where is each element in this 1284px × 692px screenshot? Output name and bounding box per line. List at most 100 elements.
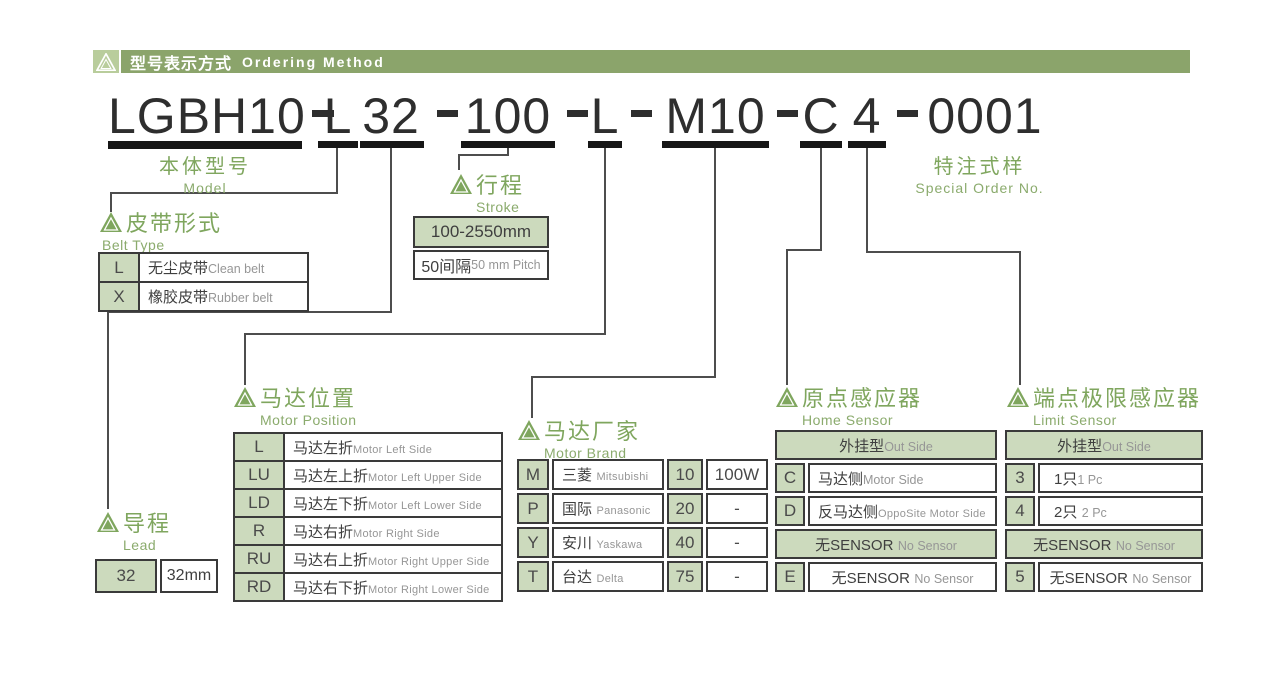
motor-position-desc-cell: 马达右上折Motor Right Upper Side	[283, 544, 503, 574]
triangle-logo-icon	[93, 50, 119, 73]
connector-line	[110, 192, 338, 194]
code-base: LGBH10	[108, 88, 306, 144]
motor-brand-name-cell: 台达 Delta	[552, 561, 664, 592]
section-header-bar: 型号表示方式 Ordering Method	[93, 50, 1190, 73]
belt-desc-cell: 无尘皮带Clean belt	[138, 252, 309, 283]
table-row: 外挂型Out Side	[775, 430, 997, 460]
table-row: T 台达 Delta 75 -	[517, 561, 768, 592]
code-underline-lead	[360, 141, 424, 148]
code-home-sensor: C	[802, 88, 840, 144]
connector-line	[786, 249, 822, 251]
stroke-section-label: 行程 Stroke	[449, 168, 524, 215]
header-title-en: Ordering Method	[242, 53, 385, 70]
connector-line	[107, 311, 392, 313]
home-sensor-desc-cell: 无SENSOR No Sensor	[808, 562, 997, 592]
connector-line	[458, 154, 460, 170]
motor-brand-power-code-cell: 10	[667, 459, 703, 490]
connector-line	[786, 249, 788, 385]
code-dash	[437, 110, 458, 117]
stroke-range-cell: 100-2550mm	[413, 216, 549, 248]
belt-code-cell: L	[98, 252, 140, 283]
motor-brand-watt-cell: -	[706, 527, 768, 558]
table-row: LU 马达左上折Motor Left Upper Side	[233, 460, 503, 490]
header-title-cn: 型号表示方式	[130, 55, 233, 73]
special-order-label-en: Special Order No.	[915, 180, 1044, 196]
home-sensor-label-cn: 原点感应器	[802, 386, 923, 411]
code-dash	[312, 110, 334, 117]
home-sensor-desc-cell: 反马达侧OppoSite Motor Side	[808, 496, 997, 526]
table-row: M 三菱 Mitsubishi 10 100W	[517, 459, 768, 490]
stroke-label-cn: 行程	[476, 173, 525, 198]
motor-position-code-cell: LU	[233, 460, 285, 490]
code-dash	[897, 110, 918, 117]
code-dash	[567, 110, 588, 117]
code-dash	[777, 110, 798, 117]
connector-line	[458, 154, 509, 156]
triangle-marker-icon	[776, 387, 798, 407]
motor-brand-label-en: Motor Brand	[544, 445, 627, 461]
motor-brand-power-code-cell: 75	[667, 561, 703, 592]
motor-brand-name-cell: 国际 Panasonic	[552, 493, 664, 524]
code-underline-belt	[318, 141, 358, 148]
table-row: LD 马达左下折Motor Left Lower Side	[233, 488, 503, 518]
code-underline-base	[108, 141, 302, 149]
motor-position-table: L 马达左折Motor Left Side LU 马达左上折Motor Left…	[233, 432, 503, 602]
motor-position-section-label: 马达位置 Motor Position	[233, 381, 356, 428]
code-lead: 32	[362, 88, 420, 144]
home-sensor-code-cell: D	[775, 496, 805, 526]
connector-line	[866, 148, 868, 253]
special-order-label: 特注式样 Special Order No.	[877, 150, 1082, 196]
table-row: L 马达左折Motor Left Side	[233, 432, 503, 462]
table-row: 32 32mm	[95, 559, 218, 593]
belt-type-label-cn: 皮带形式	[126, 211, 223, 236]
connector-line	[336, 148, 338, 192]
connector-line	[1019, 251, 1021, 385]
code-underline-home-sensor	[800, 141, 842, 148]
model-label-en: Model	[183, 180, 227, 196]
home-sensor-desc-cell: 马达侧Motor Side	[808, 463, 997, 493]
home-sensor-code-cell: C	[775, 463, 805, 493]
limit-sensor-label-cn: 端点极限感应器	[1033, 386, 1202, 411]
motor-position-code-cell: L	[233, 432, 285, 462]
connector-line	[531, 376, 716, 378]
triangle-marker-icon	[234, 387, 256, 407]
code-underline-motor-brand	[662, 141, 769, 148]
connector-line	[390, 148, 392, 313]
motor-position-code-cell: RU	[233, 544, 285, 574]
motor-position-desc-cell: 马达左下折Motor Left Lower Side	[283, 488, 503, 518]
code-motor-brand: M10	[665, 88, 766, 144]
code-underline-motor-position	[588, 141, 622, 148]
table-row: C 马达侧Motor Side	[775, 463, 997, 493]
code-underline-stroke	[461, 141, 555, 148]
motor-brand-code-cell: M	[517, 459, 549, 490]
table-row: 4 2只 2 Pc	[1005, 496, 1203, 526]
home-sensor-table: 外挂型Out Side C 马达侧Motor Side D 反马达侧OppoSi…	[772, 427, 1000, 595]
connector-line	[244, 333, 246, 385]
motor-brand-watt-cell: -	[706, 493, 768, 524]
motor-brand-table: M 三菱 Mitsubishi 10 100W P 国际 Panasonic 2…	[514, 456, 771, 595]
motor-position-code-cell: RD	[233, 572, 285, 602]
motor-brand-code-cell: P	[517, 493, 549, 524]
limit-sensor-code-cell: 4	[1005, 496, 1035, 526]
motor-brand-name-cell: 三菱 Mitsubishi	[552, 459, 664, 490]
table-row: E 无SENSOR No Sensor	[775, 562, 997, 592]
home-sensor-code-cell: E	[775, 562, 805, 592]
belt-desc-cell: 橡胶皮带Rubber belt	[138, 281, 309, 312]
connector-line	[866, 251, 1021, 253]
limit-sensor-code-cell: 3	[1005, 463, 1035, 493]
connector-line	[507, 148, 509, 156]
table-row: L 无尘皮带Clean belt	[98, 252, 309, 283]
belt-type-label-en: Belt Type	[102, 237, 165, 253]
motor-brand-name-cell: 安川 Yaskawa	[552, 527, 664, 558]
belt-code-cell: X	[98, 281, 140, 312]
limit-sensor-table: 外挂型Out Side 3 1只1 Pc 4 2只 2 Pc 无SENSOR N…	[1002, 427, 1206, 595]
motor-brand-watt-cell: 100W	[706, 459, 768, 490]
triangle-marker-icon	[97, 512, 119, 532]
triangle-marker-icon	[100, 212, 122, 232]
code-underline-limit-sensor	[848, 141, 886, 148]
home-sensor-section-label: 原点感应器 Home Sensor	[775, 381, 922, 428]
connector-line	[110, 192, 112, 212]
motor-position-code-cell: R	[233, 516, 285, 546]
code-special: 0001	[927, 88, 1043, 144]
table-row: Y 安川 Yaskawa 40 -	[517, 527, 768, 558]
